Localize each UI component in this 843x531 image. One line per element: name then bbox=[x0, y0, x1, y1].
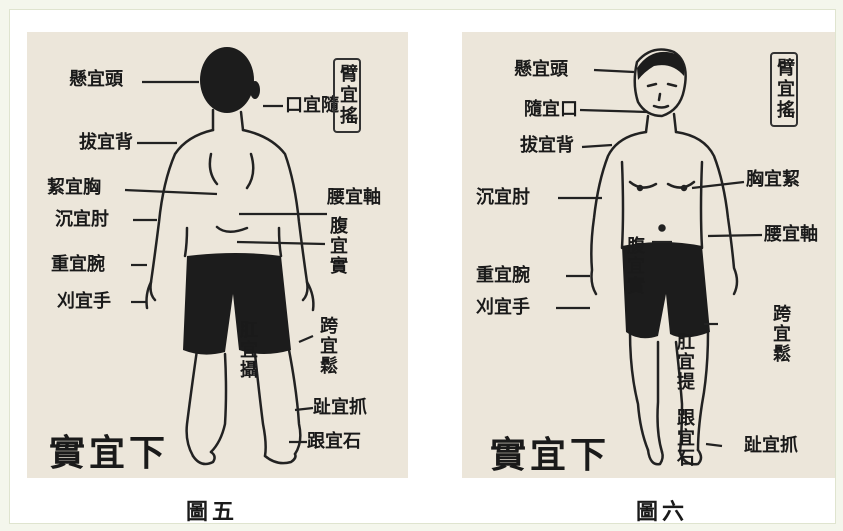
label-heel: 跟宜石 bbox=[674, 408, 694, 468]
label-mouth: 隨宜口 bbox=[524, 100, 578, 120]
page-frame: 懸宜頭 口宜隨 臂宜搖 拔宜背 絜宜胸 腰宜軸 沉宜肘 腹宜實 重宜腕 刈宜手 … bbox=[9, 9, 836, 524]
label-arm: 臂宜搖 bbox=[770, 52, 798, 127]
label-chest: 絜宜胸 bbox=[47, 178, 101, 198]
head-shape bbox=[200, 47, 254, 113]
label-elbow: 沉宜肘 bbox=[55, 210, 109, 230]
label-crotch: 跨宜鬆 bbox=[317, 316, 337, 376]
label-anus: 肛宜提 bbox=[674, 332, 694, 392]
label-crotch: 跨宜鬆 bbox=[770, 304, 790, 364]
label-chest: 胸宜絜 bbox=[746, 170, 800, 190]
label-heel: 跟宜石 bbox=[307, 432, 361, 452]
label-hand: 刈宜手 bbox=[476, 298, 530, 318]
label-waist: 腰宜軸 bbox=[764, 225, 818, 245]
label-back: 拔宜背 bbox=[79, 133, 133, 153]
label-anus: 肛宜攝 bbox=[237, 320, 257, 380]
label-toe: 趾宜抓 bbox=[313, 398, 367, 418]
figure-5-panel: 懸宜頭 口宜隨 臂宜搖 拔宜背 絜宜胸 腰宜軸 沉宜肘 腹宜實 重宜腕 刈宜手 … bbox=[27, 32, 408, 478]
label-waist: 腰宜軸 bbox=[327, 188, 381, 208]
label-wrist: 重宜腕 bbox=[51, 255, 105, 275]
label-mouth: 口宜隨 bbox=[285, 96, 339, 116]
label-back: 拔宜背 bbox=[520, 136, 574, 156]
label-bottom: 實宜下 bbox=[49, 424, 169, 476]
label-head: 懸宜頭 bbox=[514, 60, 568, 80]
caption-figure-5: 圖五 bbox=[186, 494, 238, 526]
label-hand: 刈宜手 bbox=[57, 292, 111, 312]
label-abdomen: 腹宜實 bbox=[624, 236, 644, 296]
label-elbow: 沉宜肘 bbox=[476, 188, 530, 208]
label-toe: 趾宜抓 bbox=[744, 436, 798, 456]
label-arm: 臂宜搖 bbox=[333, 58, 361, 133]
label-wrist: 重宜腕 bbox=[476, 266, 530, 286]
label-head: 懸宜頭 bbox=[69, 70, 123, 90]
figure-6-panel: 懸宜頭 隨宜口 臂宜搖 拔宜背 胸宜絜 沉宜肘 腰宜軸 腹宜實 重宜腕 刈宜手 … bbox=[462, 32, 835, 478]
caption-figure-6: 圖六 bbox=[636, 494, 688, 526]
label-bottom: 實宜下 bbox=[490, 426, 610, 478]
label-abdomen: 腹宜實 bbox=[327, 216, 347, 276]
